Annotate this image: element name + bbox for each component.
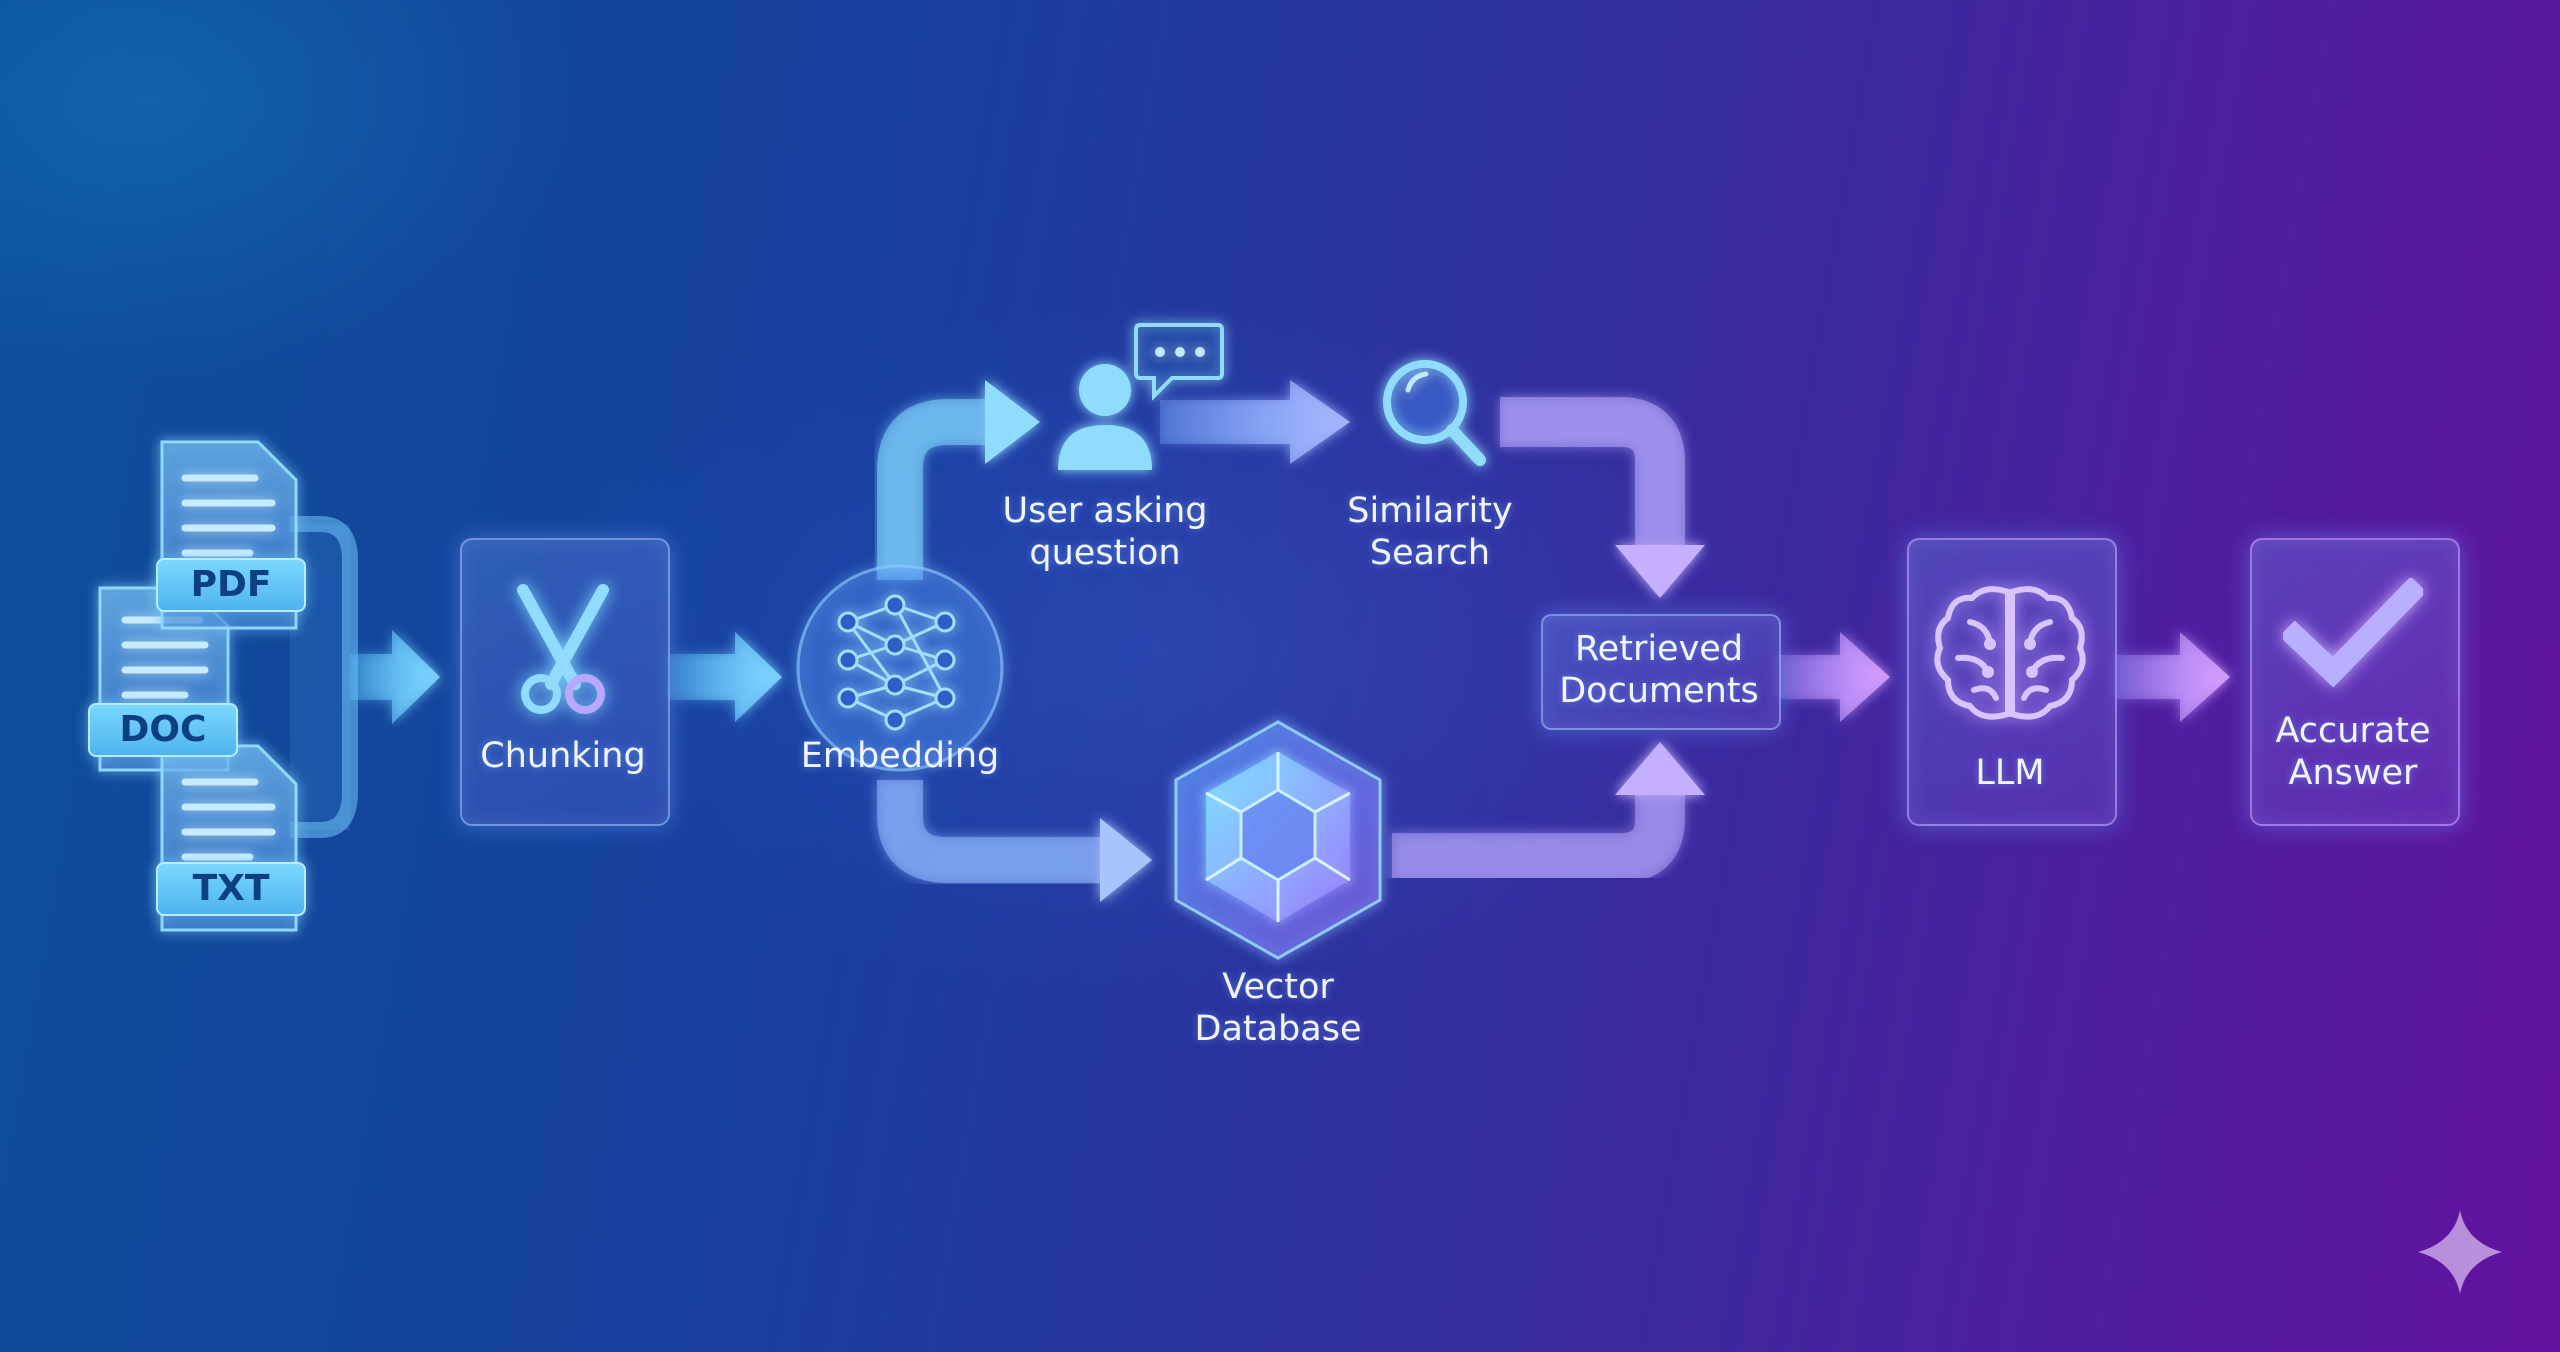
arrow-files-to-chunking: [350, 630, 440, 724]
similarity-line1: Similarity: [1347, 491, 1513, 531]
chunking-box: [460, 538, 670, 826]
vector-line1: Vector: [1222, 967, 1334, 1007]
llm-label: LLM: [1975, 753, 2045, 793]
arrow-vector-to-retrieved: [1392, 792, 1685, 883]
retrieved-documents-label: Retrieved Documents: [1559, 628, 1759, 712]
checkmark-icon: [2283, 578, 2423, 688]
arrow-vector-to-retrieved-head: [1615, 742, 1705, 795]
retrieved-documents-box: [1541, 614, 1781, 730]
arrow-similarity-to-retrieved-head: [1615, 545, 1705, 598]
user-question-line1: User asking: [1002, 491, 1208, 531]
accurate-answer-box: [2250, 538, 2460, 826]
arrow-retrieved-to-llm: [1780, 632, 1890, 722]
arrow-chunking-to-embedding: [670, 632, 782, 722]
vector-line2: Database: [1194, 1009, 1362, 1049]
answer-line1: Accurate: [2275, 711, 2431, 751]
arrow-user-to-similarity: [1160, 380, 1350, 464]
user-question-line2: question: [1029, 533, 1181, 573]
pdf-tag: PDF: [156, 558, 306, 612]
arrow-embedding-to-vector-head: [1100, 818, 1152, 902]
arrow-embedding-to-user-head: [985, 380, 1040, 464]
magnifier-icon: [1383, 360, 1486, 466]
scissors-icon: [517, 584, 609, 714]
chunking-label: Chunking: [480, 736, 646, 776]
arrow-embedding-to-vector: [877, 780, 1100, 883]
embedding-label: Embedding: [800, 736, 1000, 776]
cube-icon: [1205, 752, 1351, 922]
arrow-similarity-to-retrieved: [1500, 397, 1685, 545]
neural-network-icon: [837, 594, 956, 731]
answer-line2: Answer: [2288, 753, 2418, 793]
user-icon: [1058, 364, 1152, 470]
sparkle-icon: [2418, 1210, 2502, 1294]
brain-icon: [1934, 586, 2086, 720]
doc-tag: DOC: [88, 703, 238, 757]
retrieved-line1: Retrieved: [1574, 629, 1744, 669]
accurate-answer-label: Accurate Answer: [2275, 710, 2430, 794]
chat-bubble-icon: [1134, 323, 1224, 401]
similarity-search-label: Similarity Search: [1347, 490, 1512, 574]
arrow-llm-to-answer: [2117, 632, 2230, 722]
retrieved-line2: Documents: [1559, 671, 1759, 711]
similarity-line2: Search: [1369, 533, 1491, 573]
txt-tag: TXT: [156, 862, 306, 916]
user-question-label: User asking question: [1003, 490, 1208, 574]
vector-database-label: Vector Database: [1194, 966, 1361, 1050]
arrow-embedding-to-user: [877, 399, 985, 580]
